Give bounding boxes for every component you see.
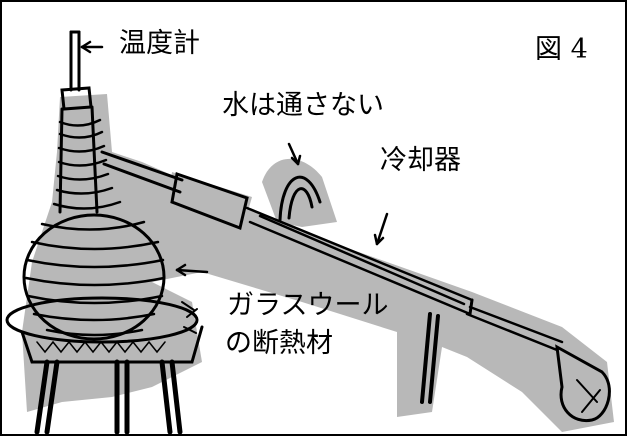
thermometer-label: 温度計 [119, 28, 200, 59]
adapter [170, 172, 249, 231]
no-water-label: 水は通さない [222, 90, 384, 121]
arrow-insulation [175, 268, 209, 274]
glass-wool-label-line2: の断熱材 [225, 328, 333, 359]
glass-wool-label-line1: ガラスウール [227, 290, 389, 321]
receiver [555, 344, 611, 423]
ink-lines [5, 30, 611, 434]
condenser-stand [420, 312, 440, 404]
thermometer [69, 30, 81, 92]
arrow-no-water [287, 142, 300, 166]
condenser-label: 冷却器 [380, 145, 461, 176]
flask-neck [58, 105, 99, 214]
water-bypass-tube [278, 175, 322, 222]
condenser-tube [245, 206, 474, 316]
insulation-base [5, 296, 199, 344]
gray-shadow [22, 94, 614, 432]
arrow-condenser [375, 212, 389, 246]
stand-legs [34, 359, 183, 434]
glass-wool-texture [36, 340, 166, 354]
heating-coil [24, 118, 166, 337]
side-arm [100, 150, 184, 194]
figure-number: 図 4 [535, 34, 588, 65]
